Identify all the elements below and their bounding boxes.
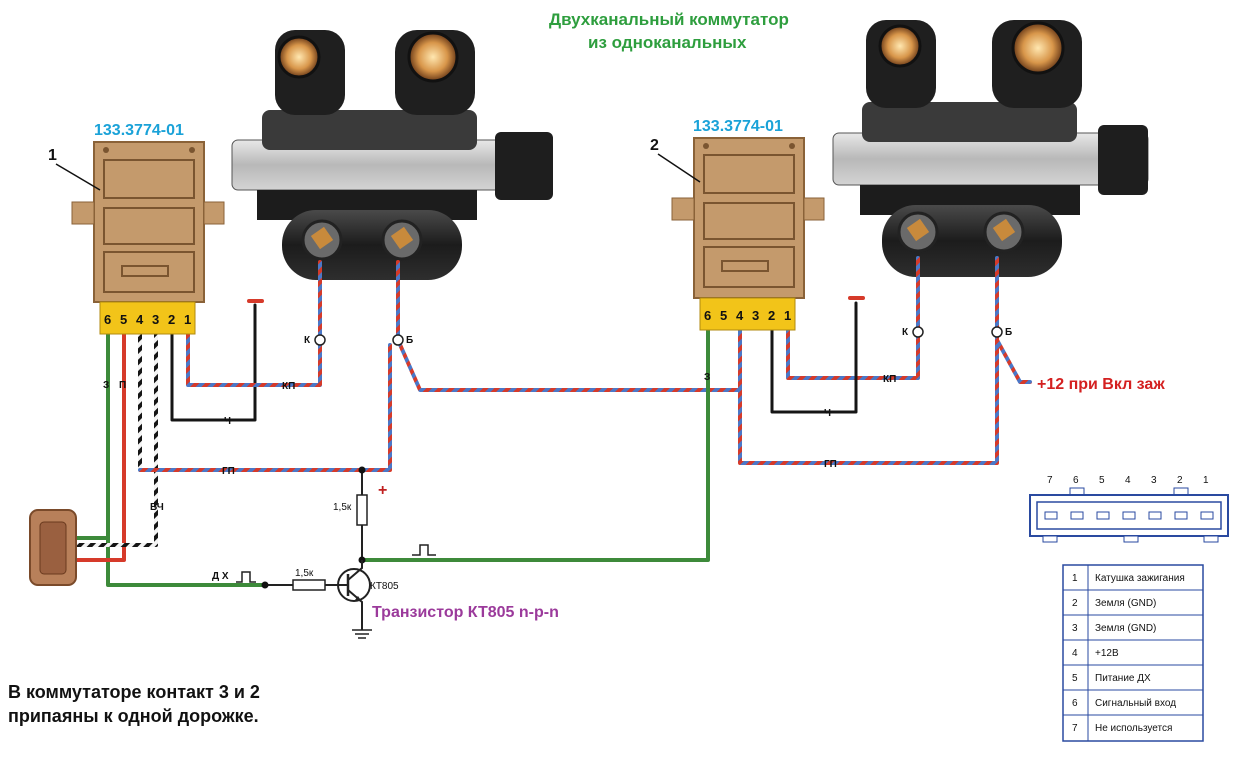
coil2-k-terminal bbox=[912, 326, 924, 338]
ignition-coil-2 bbox=[832, 20, 1149, 277]
wires bbox=[73, 256, 1032, 587]
module2-number: 2 bbox=[650, 137, 659, 154]
wire-labels: З П КП Ч ГП БЧ К Б З КП Ч ГП К Б Д Х bbox=[103, 327, 1012, 582]
switch-module-1 bbox=[71, 141, 225, 335]
module1-pin-labels: 6 5 4 3 2 1 bbox=[104, 312, 191, 327]
svg-text:5: 5 bbox=[1099, 475, 1105, 486]
pin-table-desc: Земля (GND) bbox=[1095, 623, 1156, 634]
coil2-b-terminal bbox=[991, 326, 1003, 338]
svg-text:БЧ: БЧ bbox=[150, 502, 164, 513]
svg-text:+: + bbox=[378, 482, 387, 499]
note-line1: В коммутаторе контакт 3 и 2 bbox=[8, 682, 260, 702]
pin-table-num: 6 bbox=[1072, 698, 1078, 709]
pin-table-desc: Катушка зажигания bbox=[1095, 573, 1185, 584]
svg-text:2: 2 bbox=[768, 308, 775, 323]
note-line2: припаяны к одной дорожке. bbox=[8, 706, 259, 726]
coil1-b-terminal bbox=[392, 334, 404, 346]
svg-text:Б: Б bbox=[1005, 327, 1012, 338]
resistor-r2-label: 1,5к bbox=[295, 568, 314, 579]
svg-text:3: 3 bbox=[752, 308, 759, 323]
pin-table-num: 4 bbox=[1072, 648, 1078, 659]
svg-text:3: 3 bbox=[152, 312, 159, 327]
svg-text:К: К bbox=[902, 327, 909, 338]
pin-table-desc: Земля (GND) bbox=[1095, 598, 1156, 609]
svg-text:ГП: ГП bbox=[824, 459, 837, 470]
svg-text:З: З bbox=[704, 372, 710, 383]
svg-text:6: 6 bbox=[104, 312, 111, 327]
svg-text:П: П bbox=[119, 380, 126, 391]
ignition-supply-label: +12 при Вкл заж bbox=[1037, 376, 1165, 393]
module1-number: 1 bbox=[48, 147, 57, 164]
svg-text:5: 5 bbox=[120, 312, 127, 327]
svg-text:Д Х: Д Х bbox=[212, 571, 229, 582]
pin-table-num: 7 bbox=[1072, 723, 1078, 734]
pin-table-desc: +12В bbox=[1095, 648, 1119, 659]
svg-text:3: 3 bbox=[1151, 475, 1157, 486]
svg-text:1: 1 bbox=[184, 312, 191, 327]
svg-text:Б: Б bbox=[406, 335, 413, 346]
svg-text:2: 2 bbox=[168, 312, 175, 327]
module2-pin-labels: 6 5 4 3 2 1 bbox=[704, 308, 791, 323]
svg-text:1: 1 bbox=[784, 308, 791, 323]
pin-table-desc: Питание ДХ bbox=[1095, 673, 1151, 684]
diagram-title-line1: Двухканальный коммутатор bbox=[549, 10, 789, 29]
pin-table-num: 3 bbox=[1072, 623, 1078, 634]
svg-text:ГП: ГП bbox=[222, 466, 235, 477]
svg-text:5: 5 bbox=[720, 308, 727, 323]
coil1-k-terminal bbox=[314, 334, 326, 346]
hall-sensor-connector bbox=[29, 509, 77, 586]
svg-text:К: К bbox=[304, 335, 311, 346]
resistor-r1-label: 1,5к bbox=[333, 502, 352, 513]
switch-module-2 bbox=[671, 137, 825, 331]
pin-table-num: 2 bbox=[1072, 598, 1078, 609]
pin-table: 1 Катушка зажигания 2 Земля (GND) 3 Земл… bbox=[1062, 564, 1204, 742]
connector-pin-numbers: 7 6 5 4 3 2 1 bbox=[1047, 475, 1209, 486]
svg-text:4: 4 bbox=[736, 308, 744, 323]
pin-table-desc: Сигнальный вход bbox=[1095, 698, 1176, 709]
connector-pinout: 7 6 5 4 3 2 1 bbox=[1029, 475, 1229, 543]
ignition-coil-1 bbox=[231, 30, 553, 280]
svg-text:З: З bbox=[103, 380, 109, 391]
svg-text:Ч: Ч bbox=[224, 416, 231, 427]
diagram-title-line2: из одноканальных bbox=[588, 33, 747, 52]
module1-model-label: 133.3774-01 bbox=[94, 122, 184, 139]
svg-text:6: 6 bbox=[704, 308, 711, 323]
svg-text:КП: КП bbox=[282, 381, 295, 392]
transistor-caption: Транзистор КТ805 n-p-n bbox=[372, 604, 559, 621]
svg-text:2: 2 bbox=[1177, 475, 1183, 486]
transistor-model-label: КТ805 bbox=[370, 581, 399, 592]
svg-text:Ч: Ч bbox=[824, 408, 831, 419]
module2-model-label: 133.3774-01 bbox=[693, 118, 783, 135]
pin-table-num: 1 bbox=[1072, 573, 1078, 584]
pin-table-desc: Не используется bbox=[1095, 723, 1172, 734]
svg-text:КП: КП bbox=[883, 374, 896, 385]
svg-text:4: 4 bbox=[1125, 475, 1131, 486]
pin-table-num: 5 bbox=[1072, 673, 1078, 684]
svg-text:4: 4 bbox=[136, 312, 144, 327]
svg-text:7: 7 bbox=[1047, 475, 1053, 486]
svg-text:1: 1 bbox=[1203, 475, 1209, 486]
transistor-stage: + 1,5к 1,5к КТ805 bbox=[236, 466, 436, 639]
svg-text:6: 6 bbox=[1073, 475, 1079, 486]
